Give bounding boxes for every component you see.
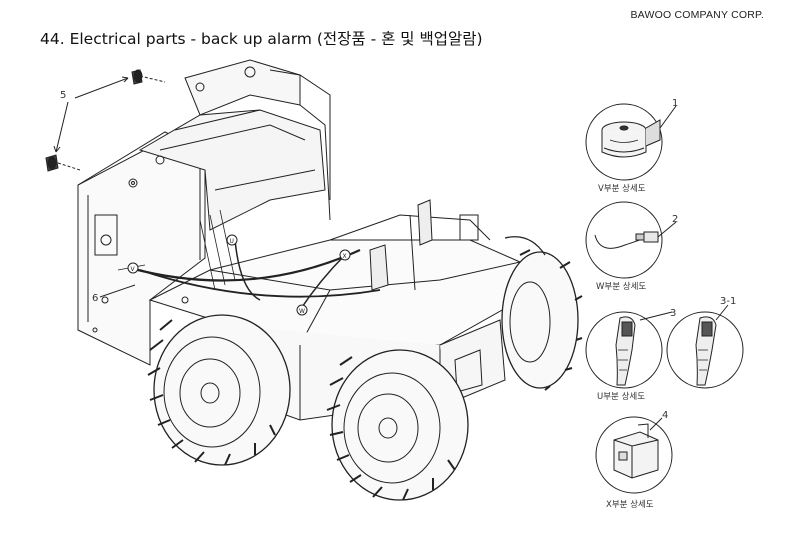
page-title: 44. Electrical parts - back up alarm (전장…	[40, 30, 483, 48]
callout-3: 3	[670, 308, 676, 319]
horn-part-5	[45, 69, 166, 172]
callout-2: 2	[672, 214, 678, 225]
rear-right-wheel	[326, 349, 469, 501]
machine-body	[77, 59, 521, 421]
front-left-wheel-hint	[504, 236, 546, 256]
detail-v-caption: V부분 상세도	[598, 183, 646, 194]
callout-6: 6	[92, 293, 98, 304]
detail-u	[585, 311, 673, 389]
front-right-wheel	[501, 249, 583, 391]
detail-3-1	[666, 304, 744, 389]
marker-circles	[127, 234, 351, 316]
marker-w: W	[299, 308, 305, 315]
detail-w	[585, 201, 677, 279]
callout-4: 4	[662, 410, 668, 421]
callout-1: 1	[672, 98, 678, 109]
callout-3-1: 3-1	[720, 296, 736, 307]
detail-x	[595, 416, 673, 494]
callout-5: 5	[60, 90, 66, 101]
detail-x-caption: X부분 상세도	[606, 499, 654, 510]
detail-u-caption: U부분 상세도	[597, 391, 645, 402]
detail-w-caption: W부분 상세도	[596, 281, 646, 292]
marker-v: V	[131, 266, 136, 273]
rear-left-wheel	[147, 314, 291, 466]
marker-u: U	[230, 238, 234, 245]
marker-x: X	[343, 253, 347, 260]
company-name: BAWOO COMPANY CORP.	[630, 9, 764, 21]
detail-v	[585, 103, 677, 181]
